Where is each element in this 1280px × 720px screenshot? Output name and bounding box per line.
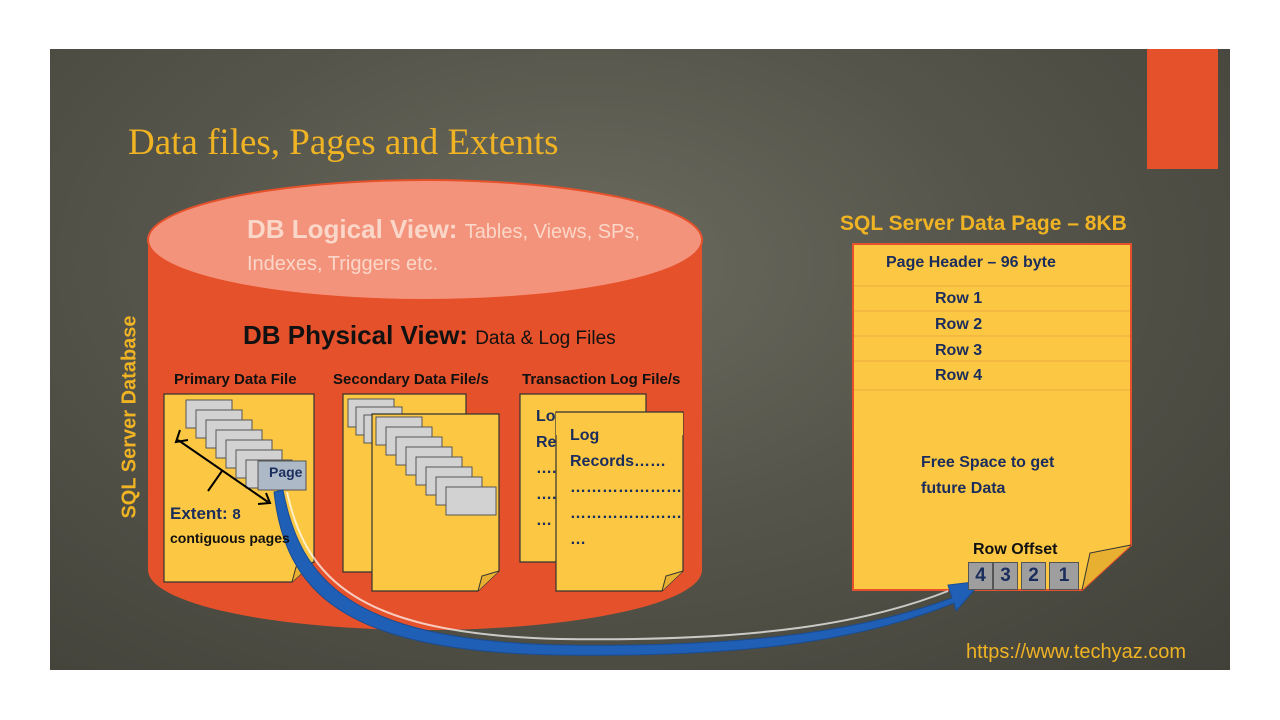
website-url: https://www.techyaz.com	[966, 641, 1187, 663]
log-back-line: ….	[536, 460, 557, 477]
log-back-line: Lo	[536, 408, 556, 425]
logical-view-line2: Indexes, Triggers etc.	[247, 253, 439, 275]
page-label: Page	[269, 464, 303, 480]
logical-view-line1: DB Logical View: Tables, Views, SPs,	[247, 214, 640, 245]
extent-label-text: Extent:	[170, 504, 228, 523]
accent-rectangle	[1147, 49, 1218, 169]
log-front-line: …………………	[570, 479, 682, 496]
row-1-label: Row 1	[935, 290, 983, 307]
log-front-cover	[556, 413, 683, 435]
row-4-label: Row 4	[935, 367, 983, 384]
extent-label: Extent: 8	[170, 504, 241, 524]
page-to-datapage-arrow	[273, 489, 984, 656]
physical-view-items: Data & Log Files	[475, 328, 616, 349]
log-front-text: Log Records…… ………………… ………………… …	[570, 423, 682, 553]
logical-view-label: DB Logical View:	[247, 214, 458, 244]
extent-count: 8	[232, 506, 241, 523]
log-front-line: Log	[570, 427, 600, 444]
physical-view-line: DB Physical View: Data & Log Files	[243, 320, 616, 351]
secondary-file-heading: Secondary Data File/s	[333, 371, 489, 388]
log-front-line: …	[570, 531, 586, 548]
page-header-label: Page Header – 96 byte	[886, 254, 1056, 271]
data-page-note	[852, 243, 1132, 591]
log-back-text: Lo Re …. …. …	[536, 404, 556, 534]
secondary-pages-stack	[375, 416, 497, 516]
row-offset-slot: 2	[1021, 562, 1046, 590]
log-back-line: Re	[536, 434, 557, 451]
side-label-text: SQL Server Database	[118, 315, 141, 519]
log-back-line: …	[536, 512, 552, 529]
row-3-label: Row 3	[935, 342, 983, 359]
log-front-line: Records……	[570, 453, 667, 470]
physical-view-label: DB Physical View:	[243, 320, 468, 350]
cylinder-top	[147, 179, 703, 301]
highlighted-page	[257, 460, 307, 491]
row-offset-slot: 4	[968, 562, 993, 590]
primary-file-heading: Primary Data File	[174, 371, 297, 388]
data-page-row-dividers	[854, 285, 1130, 391]
log-front-line: …………………	[570, 505, 682, 522]
log-back-line: ….	[536, 486, 557, 503]
extent-bracket	[174, 429, 272, 505]
logical-view-items: Tables, Views, SPs,	[464, 221, 640, 243]
log-file-heading: Transaction Log File/s	[522, 371, 681, 388]
row-offset-slot: 1	[1049, 562, 1079, 590]
free-space-line2: future Data	[921, 480, 1006, 497]
row-2-label: Row 2	[935, 316, 983, 333]
page-title: Data files, Pages and Extents	[128, 122, 559, 163]
free-space-line1: Free Space to get	[921, 454, 1055, 471]
extent-description: contiguous pages	[170, 530, 290, 546]
row-offset-label: Row Offset	[973, 541, 1058, 558]
row-offset-slot: 3	[993, 562, 1018, 590]
data-page-title: SQL Server Data Page – 8KB	[840, 212, 1127, 235]
